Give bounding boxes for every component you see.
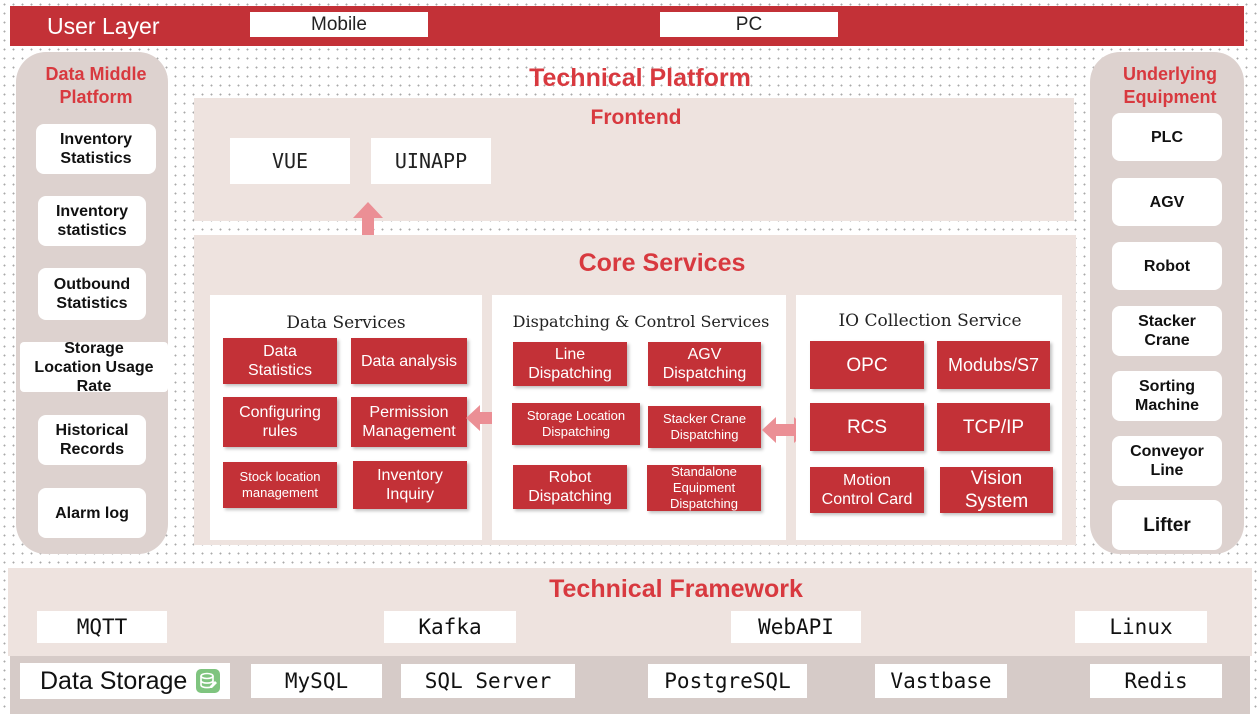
equipment-item-lifter: Lifter [1112, 500, 1222, 550]
side-item-alarm-log: Alarm log [38, 488, 146, 538]
framework-mqtt-box: MQTT [37, 611, 167, 643]
framework-kafka-box: Kafka [384, 611, 516, 643]
user-layer-title: User Layer [47, 13, 160, 39]
data-storage-label-box: Data Storage [20, 663, 230, 699]
dispatching-services-title: Dispatching & Control Services [512, 311, 770, 331]
framework-webapi-box: WebAPI [731, 611, 861, 643]
frontend-uinapp-box: UINAPP [371, 138, 491, 184]
technical-framework-band [8, 568, 1252, 656]
equipment-item-robot: Robot [1112, 242, 1222, 290]
data-analysis-box: Data analysis [351, 338, 467, 384]
technical-platform-title: Technical Platform [529, 63, 751, 92]
equipment-item-agv: AGV [1112, 178, 1222, 226]
storage-mysql-box: MySQL [251, 664, 382, 698]
framework-linux-box: Linux [1075, 611, 1207, 643]
tcp-ip-box: TCP/IP [937, 403, 1050, 451]
mobile-box: Mobile [250, 12, 428, 37]
data-middle-platform-title: Data Middle Platform [45, 64, 147, 107]
equipment-item-plc: PLC [1112, 113, 1222, 161]
underlying-equipment-title: Underlying Equipment [1122, 64, 1217, 107]
database-icon [195, 668, 221, 694]
data-storage-label: Data Storage [40, 666, 188, 695]
technical-framework-title: Technical Framework [549, 574, 803, 603]
modbus-s7-box: Modubs/S7 [937, 341, 1050, 389]
core-services-title: Core Services [578, 248, 746, 277]
storage-vastbase-box: Vastbase [875, 664, 1007, 698]
pc-box: PC [660, 12, 838, 37]
data-services-title: Data Services [286, 313, 406, 333]
opc-box: OPC [810, 341, 924, 389]
storage-redis-box: Redis [1090, 664, 1222, 698]
frontend-title: Frontend [590, 106, 682, 129]
user-layer-bar [10, 6, 1244, 46]
storage-sqlserver-box: SQL Server [401, 664, 575, 698]
storage-postgresql-box: PostgreSQL [648, 664, 807, 698]
rcs-box: RCS [810, 403, 924, 451]
io-collection-title: IO Collection Service [838, 311, 1022, 331]
frontend-vue-box: VUE [230, 138, 350, 184]
